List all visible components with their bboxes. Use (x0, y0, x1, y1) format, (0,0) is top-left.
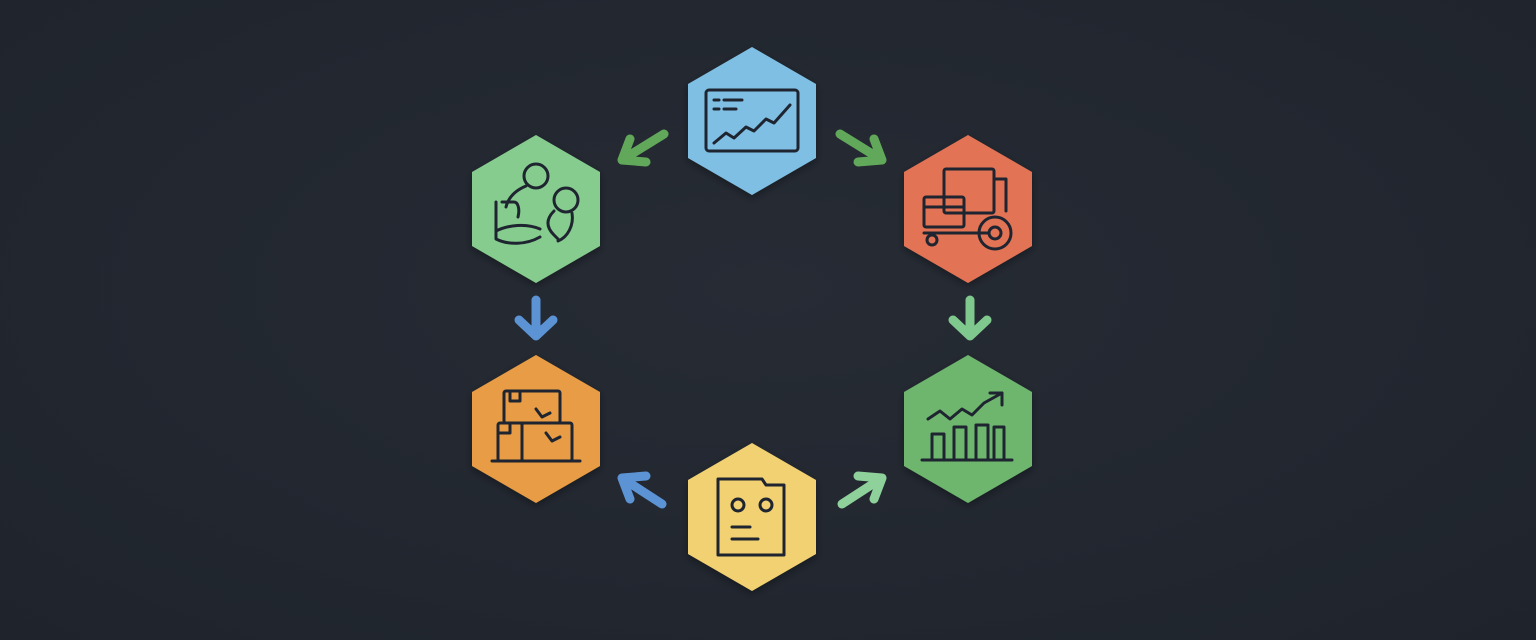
arrow-records-to-inventory (617, 471, 667, 509)
arrow-shape (835, 129, 887, 167)
arrow-shape (617, 471, 667, 509)
bar-chart-growth-icon (920, 391, 1014, 462)
hexagon-shape (472, 355, 600, 503)
arrow-shape (948, 295, 992, 341)
arrow-shape (837, 471, 887, 509)
document-card-icon (716, 477, 786, 557)
hexagon-shape (904, 355, 1032, 503)
arrow-logistics-to-growth (948, 295, 992, 341)
arrow-people-to-inventory (514, 295, 558, 341)
node-growth[interactable] (904, 355, 1032, 503)
arrow-shape (514, 295, 558, 341)
arrow-records-to-growth (837, 471, 887, 509)
hexagon-shape (904, 135, 1032, 283)
hexagon-shape (472, 135, 600, 283)
analytics-monitor-icon (704, 88, 800, 153)
stacked-boxes-icon (490, 389, 582, 463)
node-people[interactable] (472, 135, 600, 283)
arrow-shape (617, 129, 669, 167)
arrow-monitor-to-people (617, 129, 669, 167)
hexagon-shape (688, 443, 816, 591)
delivery-cart-icon (922, 167, 1013, 251)
node-logistics[interactable] (904, 135, 1032, 283)
node-inventory[interactable] (472, 355, 600, 503)
node-records[interactable] (688, 443, 816, 591)
node-monitor[interactable] (688, 47, 816, 195)
arrow-monitor-to-logistics (835, 129, 887, 167)
team-collaboration-icon (494, 162, 580, 245)
hexagon-shape (688, 47, 816, 195)
